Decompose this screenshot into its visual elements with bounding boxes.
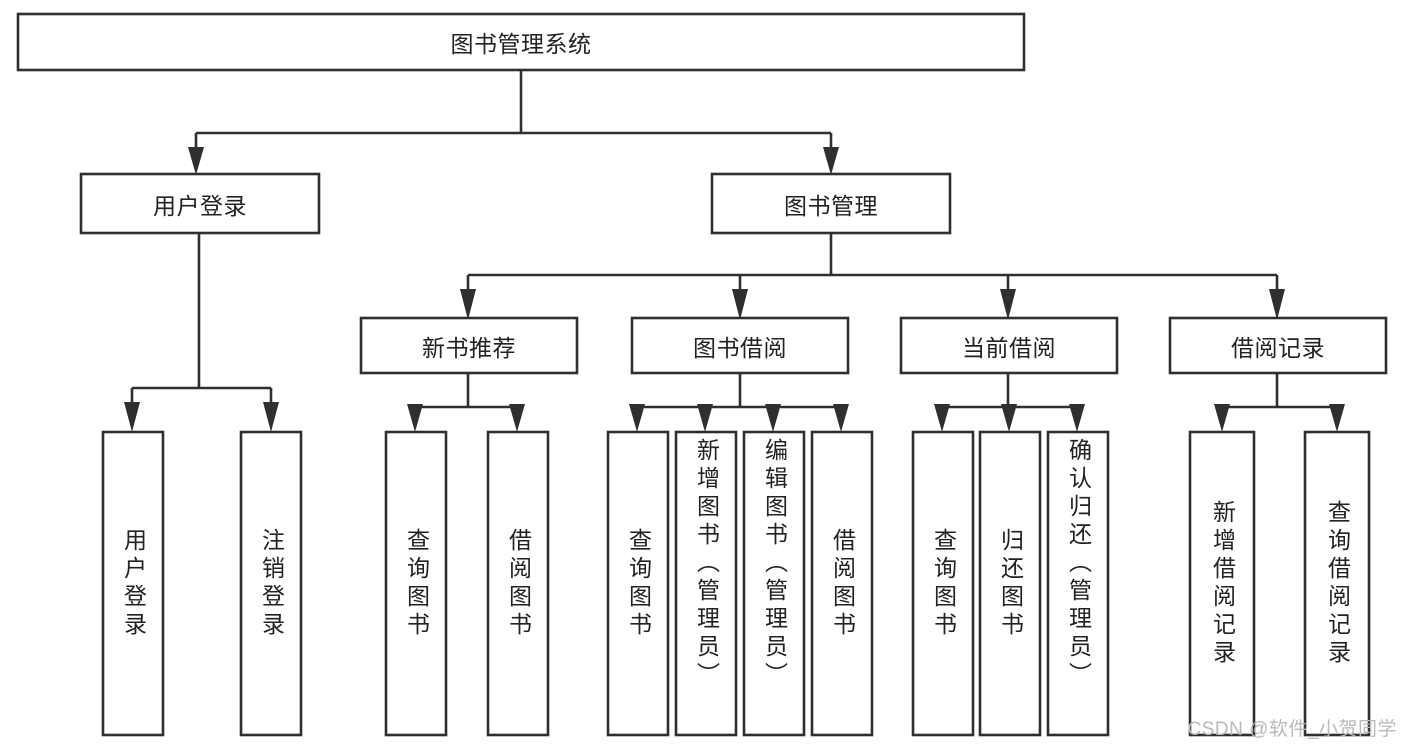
node-box-new-book-recommend[interactable] <box>359 316 579 375</box>
leaf-box-current-borrow-1[interactable] <box>978 430 1042 737</box>
arrow-borrow-leaf-4 <box>833 404 849 432</box>
arrow-newbook-leaf-2 <box>509 404 525 432</box>
leaf-box-user-login-0[interactable] <box>101 430 165 737</box>
csdn-watermark: CSDN @软件_小贺同学 <box>1187 719 1397 740</box>
arrow-current-leaf-2 <box>1001 404 1017 432</box>
arrow-userlogin-leaf-2 <box>263 402 279 432</box>
arrow-borrow-leaf-3 <box>765 404 781 432</box>
node-box-borrow-record[interactable] <box>1168 316 1388 375</box>
connector-layer <box>124 70 1345 432</box>
leaf-box-current-borrow-2[interactable] <box>1046 430 1110 737</box>
arrow-bookmgmt-child-4 <box>1269 289 1285 320</box>
node-box-user-login[interactable] <box>79 172 321 235</box>
leaf-box-book-borrow-0[interactable] <box>606 430 670 737</box>
arrow-current-leaf-3 <box>1069 404 1085 432</box>
arrow-newbook-leaf-1 <box>407 404 423 432</box>
leaf-box-book-borrow-2[interactable] <box>742 430 806 737</box>
arrow-bookmgmt-child-2 <box>732 289 748 320</box>
arrow-borrow-leaf-1 <box>629 404 645 432</box>
leaf-box-book-borrow-1[interactable] <box>674 430 738 737</box>
node-box-root[interactable] <box>16 12 1026 72</box>
leaf-box-current-borrow-0[interactable] <box>911 430 975 737</box>
leaf-box-book-borrow-3[interactable] <box>810 430 874 737</box>
leaf-box-borrow-record-1[interactable] <box>1303 430 1371 737</box>
node-layer <box>16 12 1388 737</box>
arrow-userlogin-leaf-1 <box>124 402 140 432</box>
node-box-book-borrow[interactable] <box>630 316 850 375</box>
node-box-current-borrow[interactable] <box>899 316 1119 375</box>
leaf-box-new-book-0[interactable] <box>384 430 448 737</box>
arrow-borrow-leaf-2 <box>697 404 713 432</box>
arrow-bookmgmt-child-1 <box>460 289 476 320</box>
arrow-record-leaf-2 <box>1329 404 1345 432</box>
node-box-book-management[interactable] <box>710 172 952 235</box>
leaf-box-borrow-record-0[interactable] <box>1188 430 1256 737</box>
leaf-box-user-login-1[interactable] <box>239 430 303 737</box>
arrow-root-to-userlogin <box>188 147 204 175</box>
leaf-box-new-book-1[interactable] <box>486 430 550 737</box>
arrow-bookmgmt-child-3 <box>1000 289 1016 320</box>
arrow-record-leaf-1 <box>1214 404 1230 432</box>
arrow-current-leaf-1 <box>934 404 950 432</box>
arrow-root-to-bookmgmt <box>823 147 839 175</box>
